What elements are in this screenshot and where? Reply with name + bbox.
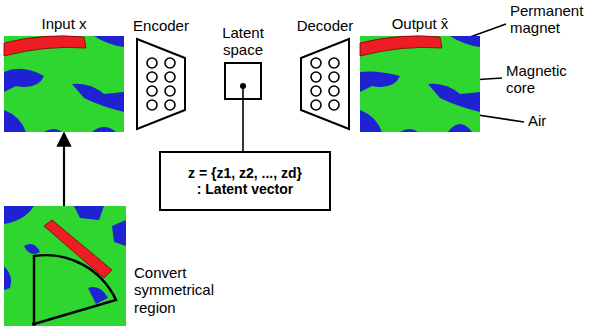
field-image	[360, 36, 480, 132]
motor-section	[4, 206, 126, 326]
latent-vector-box: z = {z1, z2, ..., zd}: Latent vector	[160, 152, 330, 210]
vector-text: z = {z1, z2, ..., zd}	[188, 165, 302, 181]
network-trapezoid	[300, 38, 350, 130]
image-title: Input x	[4, 15, 124, 32]
encoder-block: Encoder	[136, 38, 186, 130]
flow-arrow	[63, 133, 65, 206]
decoder-block: Decoder	[300, 38, 350, 130]
link-line	[242, 100, 244, 152]
block-title: Latent space	[212, 24, 274, 59]
block-title: Encoder	[121, 17, 201, 34]
latent-square	[224, 62, 262, 100]
network-trapezoid	[136, 38, 186, 130]
part-name: Permanent magnet	[510, 2, 590, 37]
symmetry-image: Convert symmetrical region	[4, 206, 126, 326]
block-title: Decoder	[285, 17, 365, 34]
vector-text: : Latent vector	[197, 181, 293, 197]
output-image: Output x̂	[360, 36, 480, 132]
image-title: Output x̂	[355, 15, 485, 32]
note-text: Convert symmetrical region	[134, 264, 244, 316]
latent-space-block: Latent space	[224, 62, 262, 100]
field-image	[4, 36, 124, 132]
input-image: Input x	[4, 36, 124, 132]
part-name: Air	[528, 112, 568, 129]
part-name: Magnetic core	[506, 62, 586, 97]
